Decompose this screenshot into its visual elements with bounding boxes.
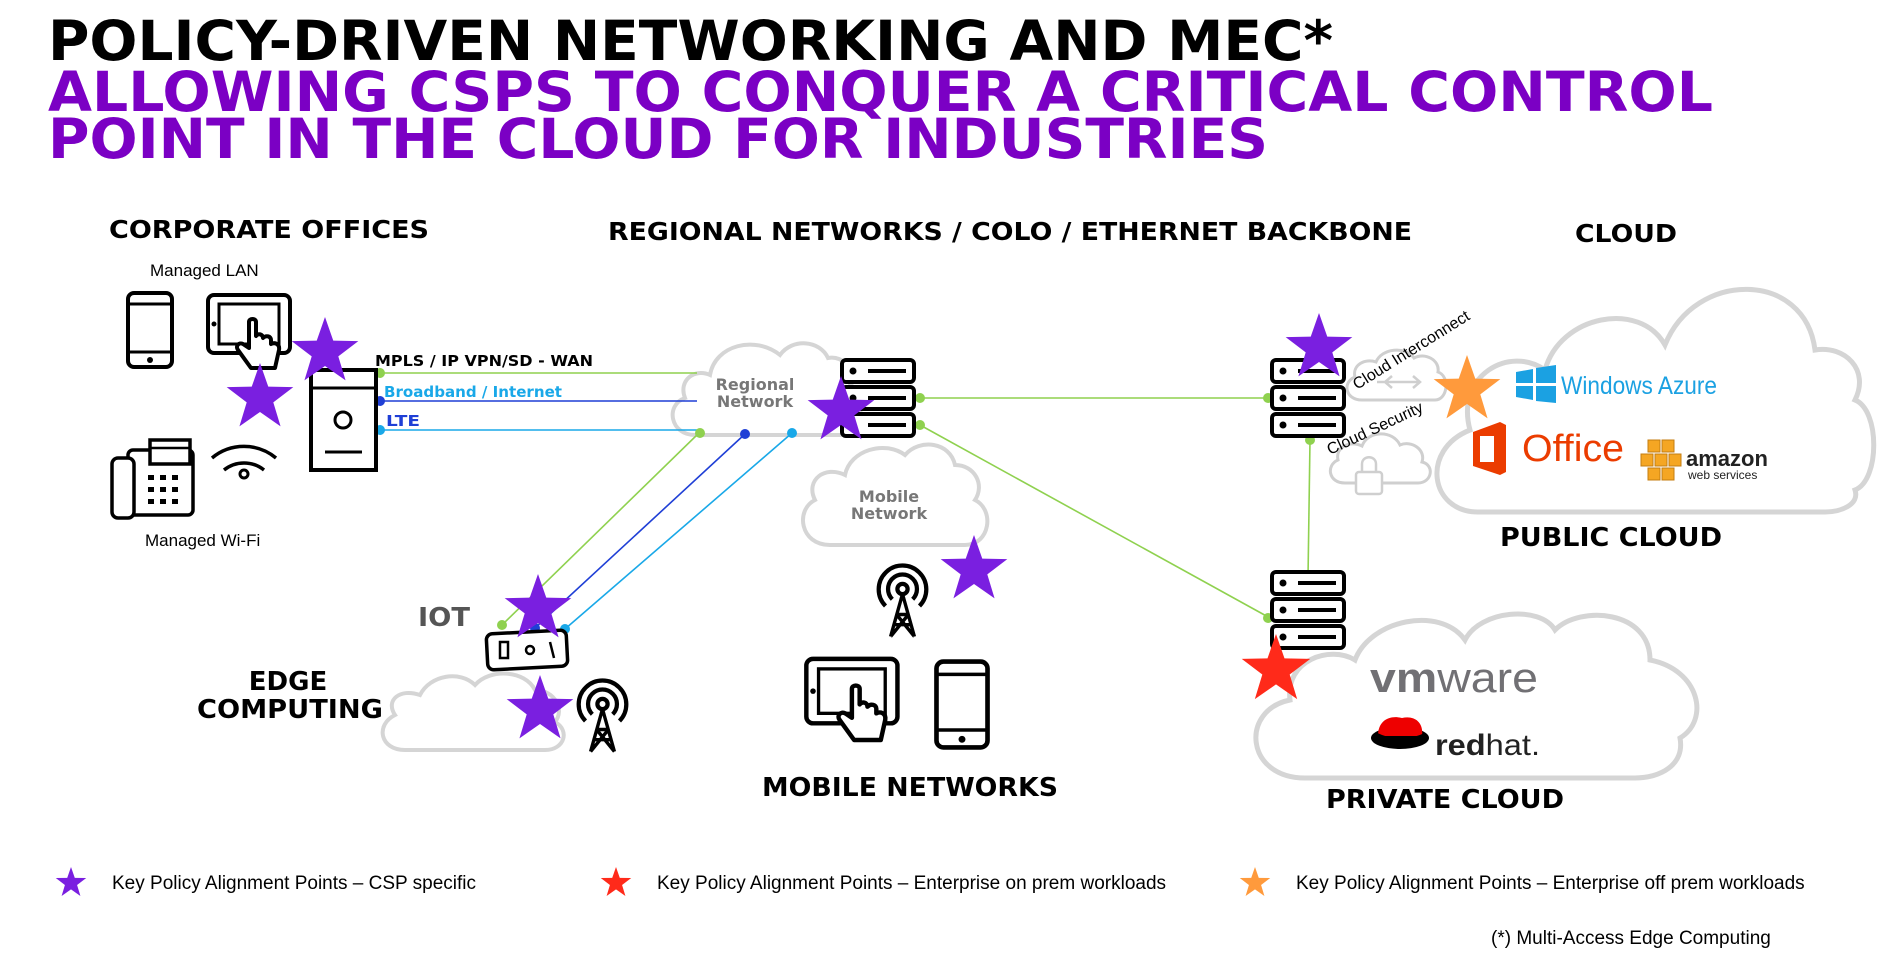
mobile-networks-heading: MOBILE NETWORKS [762, 773, 1058, 803]
windows-azure-logo-text: Windows Azure [1561, 372, 1717, 400]
regional-network-label-2: Network [717, 392, 794, 411]
managed-wifi-label: Managed Wi-Fi [145, 531, 260, 550]
link-label-lte: LTE [386, 412, 420, 430]
redhat-logo-hat: hat. [1486, 729, 1540, 762]
mobile-tablet-icon [806, 659, 897, 740]
title-line-1: POLICY-DRIVEN NETWORKING AND MEC* [48, 9, 1333, 73]
public-cloud-shape [1434, 286, 1877, 515]
office-logo-text: Office [1522, 428, 1624, 470]
wifi-icon [210, 444, 278, 480]
private-cloud-heading: PRIVATE CLOUD [1326, 785, 1564, 815]
legend-label-on-prem: Key Policy Alignment Points – Enterprise… [657, 873, 1166, 894]
private-cloud-shape [1253, 611, 1700, 781]
edge-computing-label-2: COMPUTING [197, 695, 383, 725]
mobile-phone-icon [936, 662, 987, 748]
fax-phone-icon [110, 438, 195, 520]
mobile-network-label-2: Network [851, 504, 928, 523]
aws-logo-subtext: web services [1687, 468, 1757, 482]
mobile-network-cloud [801, 442, 990, 547]
vmware-logo-vm: vm [1370, 654, 1437, 701]
footnote: (*) Multi-Access Edge Computing [1491, 928, 1771, 949]
public-cloud-heading: PUBLIC CLOUD [1500, 523, 1722, 553]
managed-lan-label: Managed LAN [150, 261, 259, 280]
mobile-tower-icon [879, 566, 927, 637]
windows-logo-icon [1516, 365, 1556, 403]
policy-star-csp-corporate-2 [226, 363, 294, 427]
heading-regional-networks: REGIONAL NETWORKS / COLO / ETHERNET BACK… [608, 217, 1412, 246]
private-cloud-server-icon [1270, 570, 1346, 650]
network-links [380, 372, 1311, 630]
legend-label-off-prem: Key Policy Alignment Points – Enterprise… [1296, 873, 1805, 894]
title-line-2: ALLOWING CSPS TO CONQUER A CRITICAL CONT… [48, 60, 1713, 124]
link-label-broadband: Broadband / Internet [384, 383, 562, 401]
heading-corporate-offices: CORPORATE OFFICES [109, 215, 429, 244]
legend-label-csp: Key Policy Alignment Points – CSP specif… [112, 873, 476, 894]
iot-label: IOT [418, 603, 470, 633]
title-line-3: POINT IN THE CLOUD FOR INDUSTRIES [48, 107, 1268, 171]
heading-cloud: CLOUD [1575, 219, 1677, 248]
link-label-mpls: MPLS / IP VPN/SD - WAN [375, 352, 593, 370]
aws-logo-icon [1640, 439, 1682, 481]
vmware-logo-ware: ware [1436, 654, 1538, 701]
regional-network-label-1: Regional [716, 375, 795, 394]
edge-computing-label-1: EDGE [249, 667, 327, 697]
redhat-logo-red: red [1435, 729, 1486, 762]
office-logo-icon [1473, 422, 1506, 475]
legend-star-orange-icon [1239, 867, 1271, 896]
redhat-logo-icon [1371, 717, 1429, 749]
mobile-network-label-1: Mobile [859, 487, 919, 506]
cloud-security-cloud [1328, 432, 1432, 496]
amazon-logo-text: amazon [1686, 446, 1768, 471]
cloud-interconnect-cloud [1345, 348, 1448, 402]
phone-icon [126, 291, 174, 369]
edge-tower-icon [579, 681, 627, 752]
router-tower-icon [309, 368, 378, 472]
legend-star-purple-icon [55, 867, 87, 896]
tablet-touch-icon [206, 293, 292, 370]
legend-star-red-icon [600, 867, 632, 896]
legend: Key Policy Alignment Points – CSP specif… [55, 867, 1805, 896]
iot-gateway-icon [484, 628, 570, 672]
